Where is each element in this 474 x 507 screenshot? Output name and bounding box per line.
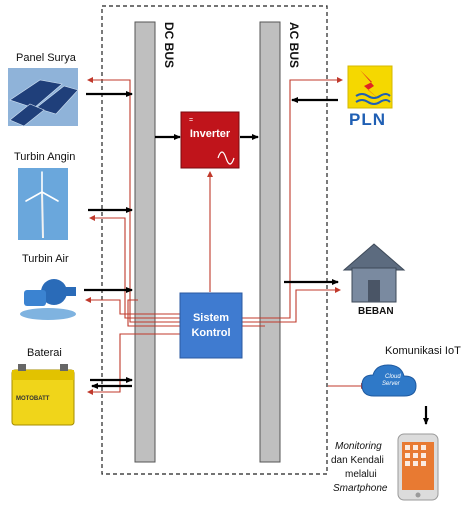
load-label: BEBAN [358,306,394,317]
hydro-label: Turbin Air [22,253,69,265]
power-arrows [84,91,429,425]
dc-bus-label: DC BUS [162,22,176,69]
pln-logo [347,65,393,109]
battery-icon [11,364,75,426]
pln-label: PLN [349,110,386,129]
dc-bus-bar [134,21,156,463]
smartphone-icon [397,433,439,501]
ac-bus-bar [259,21,281,463]
control-wiring [85,77,367,395]
solar-label: Panel Surya [16,52,76,64]
caption-line4: Smartphone [333,483,388,494]
control-label-line2: Kontrol [191,327,231,339]
hydro-turbine-icon [20,279,76,320]
battery-label: Baterai [27,347,62,359]
cloud-icon [361,364,417,397]
cloud-text-line2: Server [382,381,400,387]
inverter-label: Inverter [189,128,231,140]
wind-label: Turbin Angin [14,151,76,163]
inverter-box: = [180,111,240,169]
svg-text:=: = [189,117,193,124]
iot-label: Komunikasi IoT [385,345,461,357]
caption-line3: melalui [345,469,377,480]
caption-line2: dan Kendali [331,455,384,466]
cloud-text-line1: Cloud [385,374,401,380]
house-icon [342,243,406,303]
control-label-line1: Sistem [192,312,230,324]
solar-panel-icon [8,68,79,127]
ac-bus-label: AC BUS [287,22,301,69]
wind-turbine-icon [18,168,68,240]
control-box [179,292,243,359]
system-boundary [101,5,328,475]
caption-line1: Monitoring [335,441,382,452]
battery-brand-text: MOTOBATT [16,396,50,402]
